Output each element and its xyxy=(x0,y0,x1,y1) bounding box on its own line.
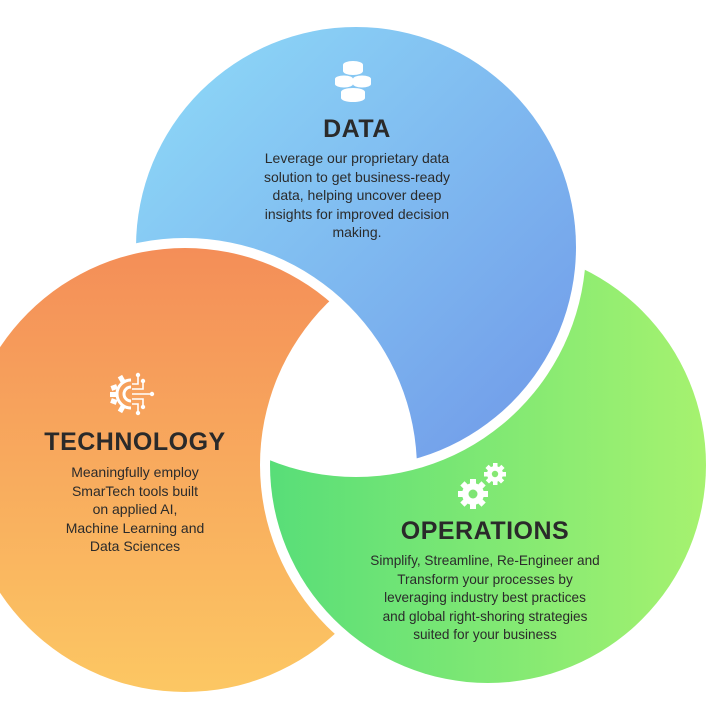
description-line: and global right-shoring strategies xyxy=(382,608,588,624)
technology-section: TECHNOLOGY Meaningfully employ SmarTech … xyxy=(20,428,250,556)
description-line: Leverage our proprietary data xyxy=(264,150,450,166)
description-line: insights for improved decision xyxy=(264,205,450,222)
description-line: SmarTech tools built xyxy=(71,482,199,499)
data-description: Leverage our proprietary data solution t… xyxy=(207,149,507,242)
description-line: Simplify, Streamline, Re-Engineer and xyxy=(370,553,600,568)
operations-description: Simplify, Streamline, Re-Engineer and Tr… xyxy=(330,552,640,645)
technology-title: TECHNOLOGY xyxy=(44,428,226,456)
operations-segment xyxy=(270,247,706,683)
data-title: DATA xyxy=(323,115,391,143)
operations-title: OPERATIONS xyxy=(400,517,570,545)
description-line: suited for your business xyxy=(413,627,557,642)
description-line: Meaningfully employ xyxy=(71,464,199,480)
description-line: solution to get business-ready xyxy=(264,168,450,185)
database-icon xyxy=(335,61,371,102)
description-line: Data Sciences xyxy=(89,538,181,554)
circuit-gear-icon xyxy=(110,372,155,416)
description-line: Machine Learning and xyxy=(65,519,205,536)
technology-description: Meaningfully employ SmarTech tools built… xyxy=(20,463,250,556)
description-line: making. xyxy=(332,224,382,240)
description-line: leveraging industry best practices xyxy=(384,590,586,605)
gears-icon xyxy=(458,463,506,509)
description-line: on applied AI, xyxy=(92,501,178,517)
data-section: DATA Leverage our proprietary data solut… xyxy=(207,115,507,242)
description-line: data, helping uncover deep xyxy=(272,187,442,203)
description-line: Transform your processes by xyxy=(397,571,573,587)
operations-section: OPERATIONS Simplify, Streamline, Re-Engi… xyxy=(330,517,640,645)
